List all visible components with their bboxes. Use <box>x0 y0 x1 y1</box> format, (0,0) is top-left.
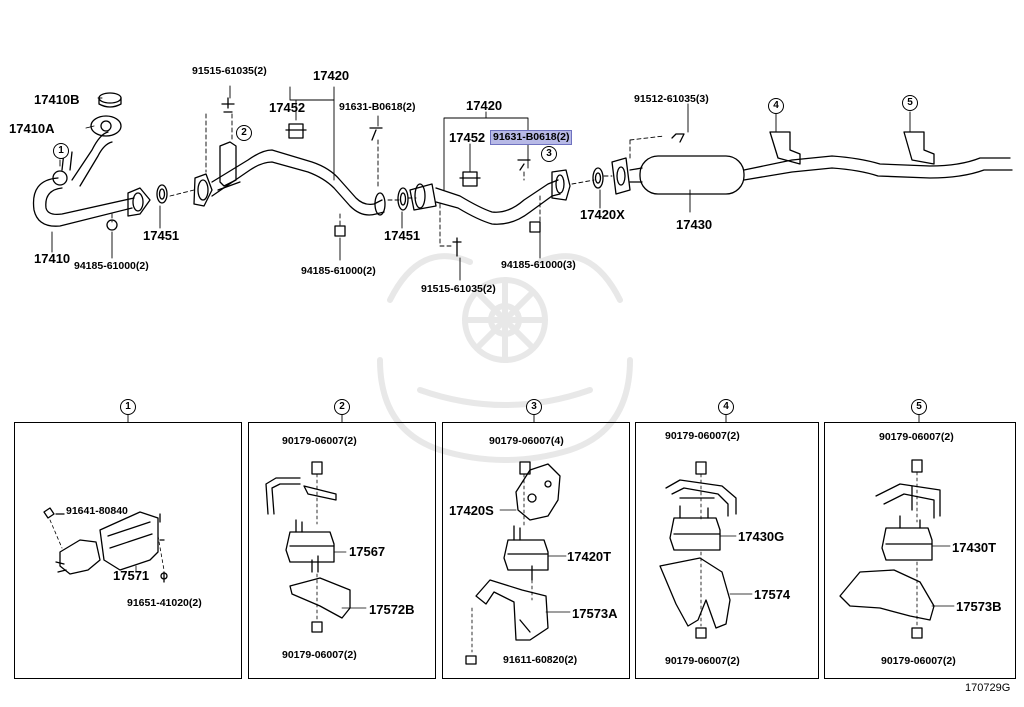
label-17420s: 17420S <box>449 503 494 518</box>
label-17420-b: 17420 <box>466 98 503 113</box>
label-17451-a: 17451 <box>143 228 180 243</box>
detail-header-2: 2 <box>334 399 350 415</box>
label-17574: 17574 <box>754 587 791 602</box>
label-91611-60820: 91611-60820(2) <box>503 654 578 666</box>
label-17430t: 17430T <box>952 540 997 555</box>
label-90179-06007-5a: 90179-06007(2) <box>879 431 954 443</box>
label-17410a: 17410A <box>9 121 55 136</box>
label-94185-61000-b: 94185-61000(2) <box>301 265 376 277</box>
front-pipe-17410 <box>32 92 168 231</box>
label-17572b: 17572B <box>369 602 415 617</box>
label-17420t: 17420T <box>567 549 612 564</box>
detail-3-artwork <box>465 461 561 665</box>
diagram-code: 170729G <box>965 682 1011 694</box>
label-17410: 17410 <box>34 251 71 266</box>
detail-3-dashes <box>471 473 533 653</box>
label-91515-61035-a: 91515-61035(2) <box>192 65 267 77</box>
panel-header-ticks <box>127 413 920 423</box>
callout-5[interactable]: 5 <box>902 95 918 111</box>
assembly-dashes <box>111 113 665 247</box>
label-91515-61035-b: 91515-61035(2) <box>421 283 496 295</box>
detail-panel-5 <box>824 422 1016 679</box>
callout-4[interactable]: 4 <box>768 98 784 114</box>
label-17567: 17567 <box>349 544 386 559</box>
center-pipe-rear <box>409 159 604 257</box>
callout-2[interactable]: 2 <box>236 125 252 141</box>
detail-panel-3 <box>442 422 630 679</box>
label-94185-61000-c: 94185-61000(3) <box>501 259 576 271</box>
detail-header-3: 3 <box>526 399 542 415</box>
label-17420x: 17420X <box>580 207 625 222</box>
detail-5-artwork <box>839 459 941 639</box>
detail-panel-1 <box>14 422 242 679</box>
detail-header-4: 4 <box>718 399 734 415</box>
callout-1[interactable]: 1 <box>53 143 69 159</box>
label-94185-61000-a: 94185-61000(2) <box>74 260 149 272</box>
leader-lines <box>51 85 911 281</box>
label-17410b: 17410B <box>34 92 80 107</box>
detail-header-5: 5 <box>911 399 927 415</box>
label-17451-b: 17451 <box>384 228 421 243</box>
detail-panel-2 <box>248 422 436 679</box>
center-pipe-17420 <box>193 97 409 237</box>
highlighted-part-91631-b0618[interactable]: 91631-B0618(2) <box>490 130 573 145</box>
label-91651-41020: 91651-41020(2) <box>127 597 202 609</box>
label-91512-61035: 91512-61035(3) <box>634 93 709 105</box>
label-90179-06007-2a: 90179-06007(2) <box>282 435 357 447</box>
detail-2-artwork <box>265 461 351 633</box>
label-91641-80840: 91641-80840 <box>66 505 128 517</box>
label-90179-06007-4: 90179-06007(4) <box>489 435 564 447</box>
watermark-emblem <box>377 253 633 463</box>
detail-panel-4 <box>635 422 819 679</box>
muffler-17430 <box>611 131 1013 195</box>
label-17420-a: 17420 <box>313 68 350 83</box>
callout-3[interactable]: 3 <box>541 146 557 162</box>
detail-4-artwork <box>659 461 737 639</box>
label-17452-a: 17452 <box>269 100 306 115</box>
label-17452-b: 17452 <box>449 130 486 145</box>
label-17573b: 17573B <box>956 599 1002 614</box>
label-17430g: 17430G <box>738 529 785 544</box>
label-90179-06007-4b: 90179-06007(2) <box>665 655 740 667</box>
label-91631-b0618-a: 91631-B0618(2) <box>339 101 416 113</box>
detail-leaders <box>135 509 955 613</box>
label-17430: 17430 <box>676 217 713 232</box>
detail-header-1: 1 <box>120 399 136 415</box>
label-17573a: 17573A <box>572 606 618 621</box>
label-90179-06007-5b: 90179-06007(2) <box>881 655 956 667</box>
label-90179-06007-2b: 90179-06007(2) <box>282 649 357 661</box>
detail-1-dashes <box>49 519 165 571</box>
label-17571: 17571 <box>113 568 150 583</box>
label-90179-06007-4a: 90179-06007(2) <box>665 430 740 442</box>
detail-1-artwork <box>43 507 168 583</box>
